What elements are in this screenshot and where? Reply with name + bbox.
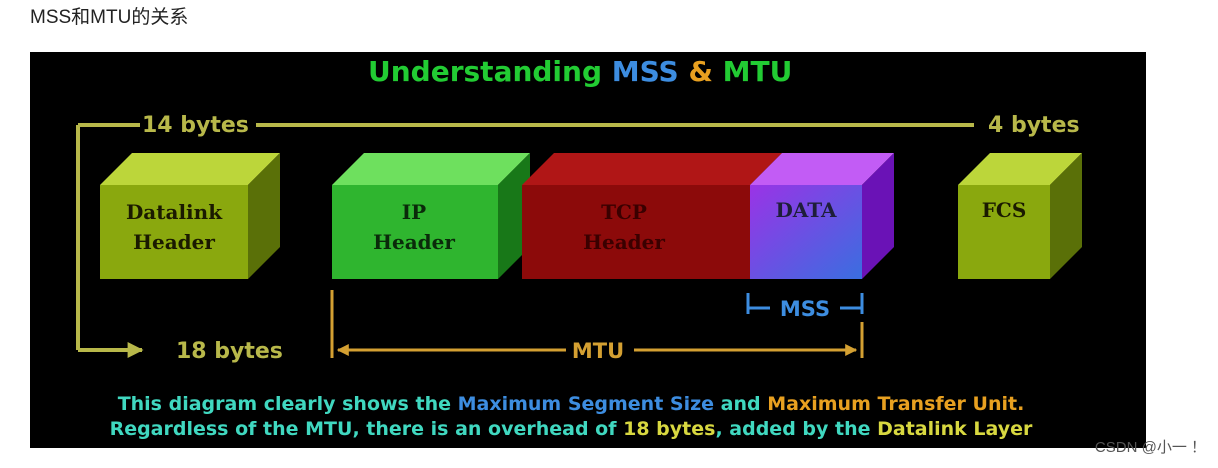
tcp-box-label-2: Header [583, 230, 665, 254]
csdn-watermark: CSDN @小一 ！ [1094, 439, 1206, 456]
fcs-box: FCS [958, 153, 1082, 279]
mss-mtu-diagram: Understanding MSS & MTU 14 bytes 4 bytes… [30, 52, 1146, 448]
data-box-label: DATA [775, 198, 837, 222]
caption-2-b: 18 bytes [623, 418, 715, 440]
ip-header-box: IP Header [332, 153, 530, 279]
caption-1-b: Maximum Segment Size [458, 393, 714, 415]
caption-line-2: Regardless of the MTU, there is an overh… [110, 418, 1033, 440]
ip-box-label-1: IP [402, 200, 426, 224]
page-heading: MSS和MTU的关系 [30, 7, 189, 28]
mss-bracket [746, 293, 864, 314]
caption-2-d: Datalink Layer [877, 418, 1033, 440]
tcp-header-box: TCP Header [522, 153, 782, 279]
caption-1-d: Maximum Transfer Unit. [767, 393, 1024, 415]
title-ampersand: & [679, 55, 723, 88]
mtu-label: MTU [572, 339, 624, 363]
fcs-box-label: FCS [982, 198, 1027, 222]
caption-1-a: This diagram clearly shows the [118, 393, 458, 415]
datalink-box-label-2: Header [133, 230, 215, 254]
header-trailer-connector [76, 123, 974, 358]
overhead-size-label: 18 bytes [176, 339, 283, 364]
caption-1-c: and [714, 393, 767, 415]
tcp-box-label-1: TCP [601, 200, 647, 224]
data-box: DATA [750, 153, 894, 279]
caption-line-1: This diagram clearly shows the Maximum S… [118, 393, 1025, 415]
title-mss: MSS [612, 55, 679, 88]
datalink-header-box: Datalink Header [100, 153, 280, 279]
caption-2-c: , added by the [715, 418, 877, 440]
ip-box-label-2: Header [373, 230, 455, 254]
title-understanding: Understanding [368, 55, 612, 88]
fcs-size-label: 4 bytes [988, 113, 1080, 138]
mtu-bracket [330, 290, 864, 358]
mss-label: MSS [780, 297, 830, 321]
datalink-box-label-1: Datalink [126, 200, 223, 224]
datalink-header-size-label: 14 bytes [142, 113, 249, 138]
caption-2-a: Regardless of the MTU, there is an overh… [110, 418, 624, 440]
diagram-title: Understanding MSS & MTU [368, 55, 792, 88]
title-mtu: MTU [723, 55, 793, 88]
